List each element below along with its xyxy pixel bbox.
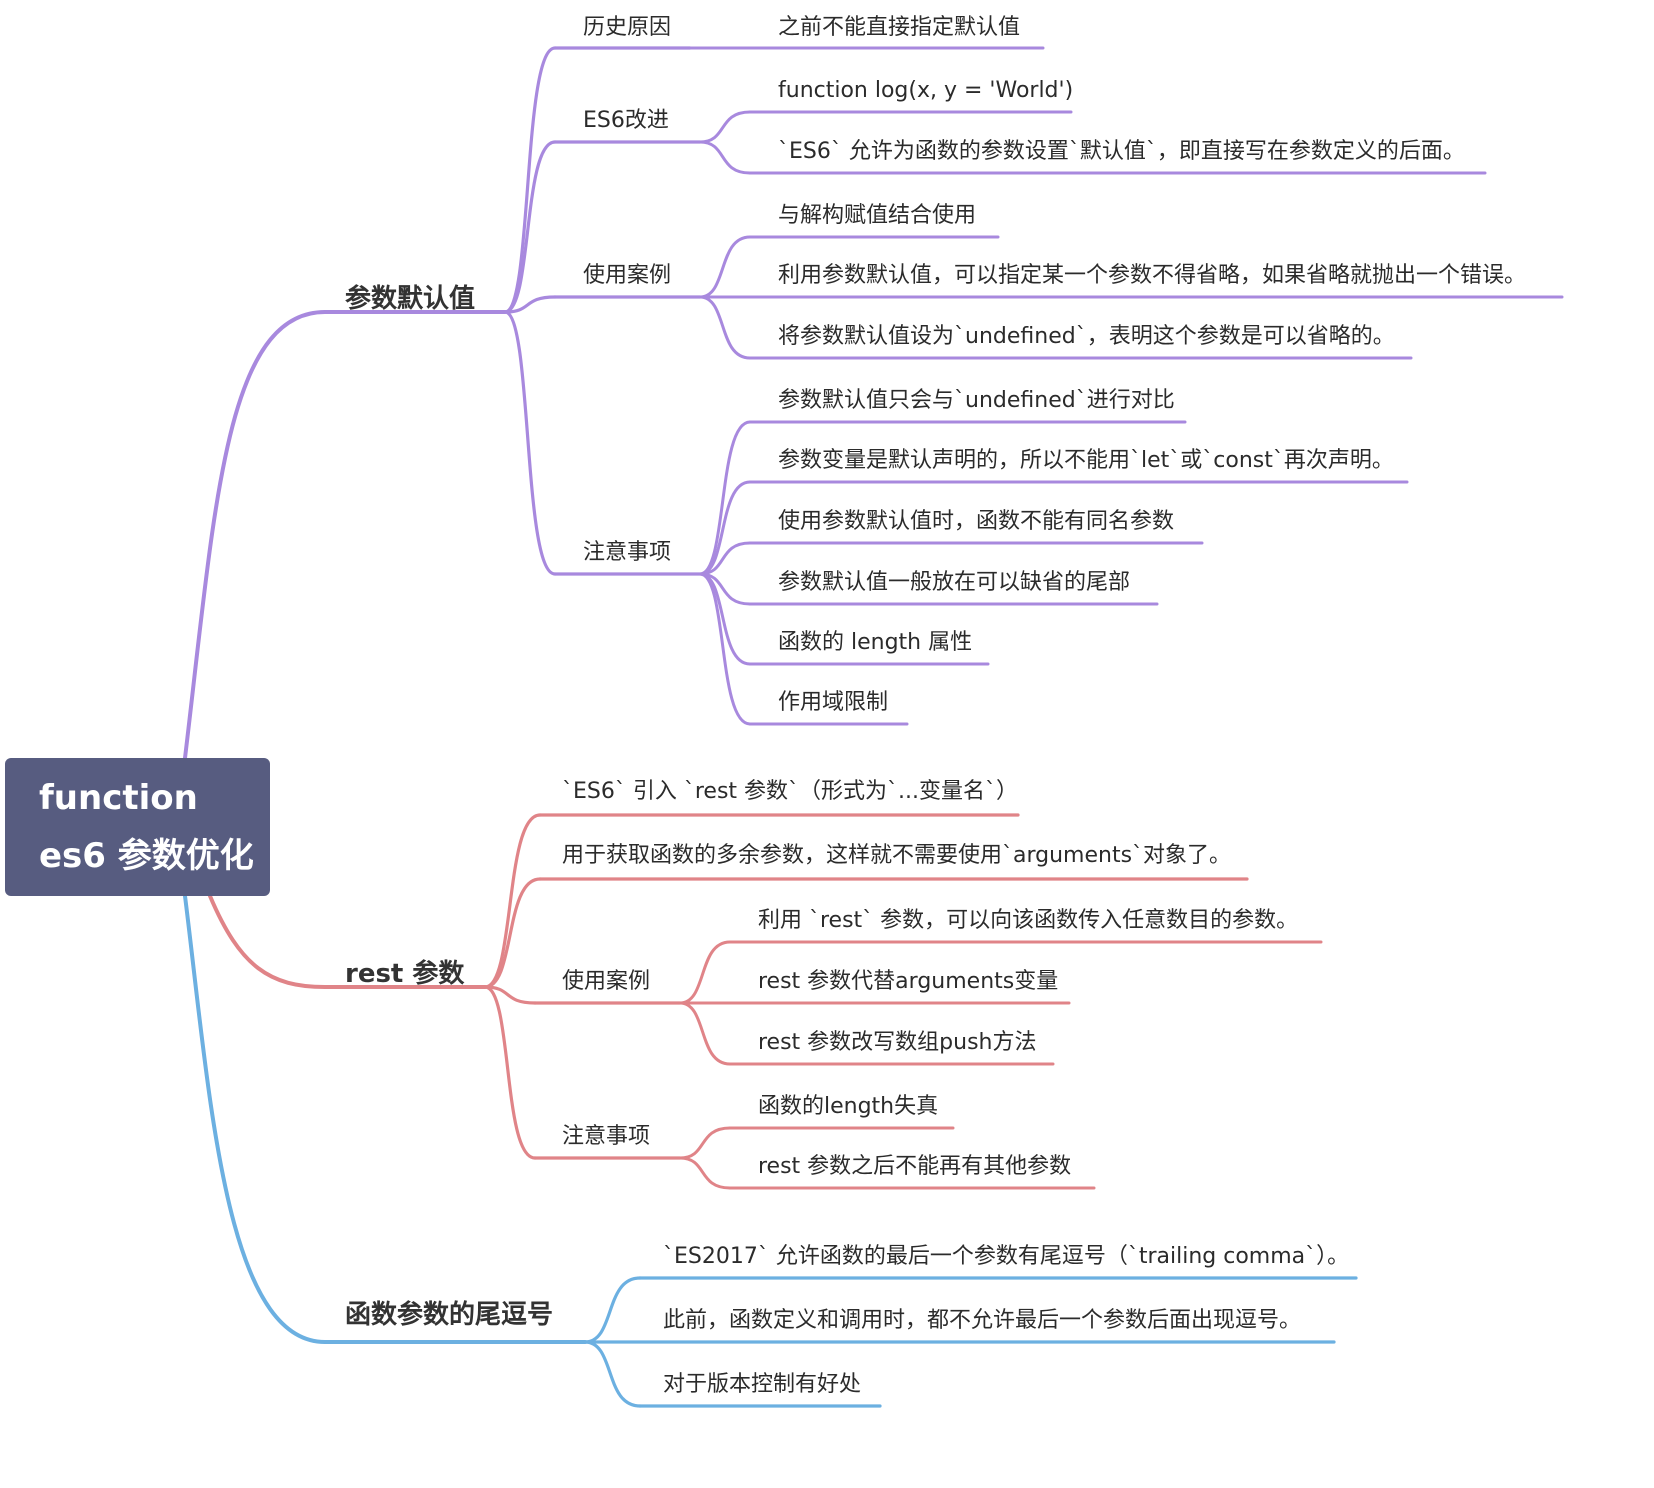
- leaf-connector-0-3-1: [698, 480, 752, 576]
- root-title-line1: function: [39, 778, 198, 818]
- child-connector-2-2: [583, 1340, 642, 1408]
- leaf-label-0-3-3[interactable]: 参数默认值一般放在可以缺省的尾部: [778, 570, 1131, 595]
- leaf-label-0-0-0[interactable]: 之前不能直接指定默认值: [778, 15, 1021, 40]
- branch-label-1[interactable]: rest 参数: [345, 959, 465, 989]
- child-connector-1-2: [483, 985, 537, 1005]
- child-label-0-2[interactable]: 使用案例: [583, 263, 672, 288]
- leaf-connector-1-2-0: [678, 940, 732, 1005]
- child-connector-0-1: [503, 140, 557, 314]
- child-connector-0-2: [503, 295, 557, 314]
- leaf-label-1-2-2[interactable]: rest 参数改写数组push方法: [758, 1030, 1037, 1055]
- leaf-label-1-3-0[interactable]: 函数的length失真: [758, 1094, 939, 1119]
- leaf-label-0-2-0[interactable]: 与解构赋值结合使用: [778, 203, 977, 228]
- child-label-1-3[interactable]: 注意事项: [562, 1124, 651, 1149]
- child-label-2-2[interactable]: 对于版本控制有好处: [663, 1372, 862, 1397]
- branch-connector-2: [183, 894, 327, 1344]
- leaf-connector-1-3-0: [678, 1126, 732, 1160]
- leaf-label-1-2-1[interactable]: rest 参数代替arguments变量: [758, 969, 1059, 994]
- child-connector-1-1: [483, 877, 542, 989]
- branch-label-0[interactable]: 参数默认值: [345, 284, 476, 314]
- leaf-label-1-3-1[interactable]: rest 参数之后不能再有其他参数: [758, 1154, 1072, 1179]
- child-label-2-1[interactable]: 此前，函数定义和调用时，都不允许最后一个参数后面出现逗号。: [663, 1308, 1302, 1333]
- branch-connector-0: [183, 310, 327, 760]
- leaf-connector-0-2-0: [698, 235, 752, 299]
- child-connector-1-0: [483, 813, 542, 989]
- root-title-line2: es6 参数优化: [39, 836, 254, 876]
- leaf-label-0-2-2[interactable]: 将参数默认值设为`undefined`，表明这个参数是可以省略的。: [778, 324, 1395, 349]
- leaf-label-0-2-1[interactable]: 利用参数默认值，可以指定某一个参数不得省略，如果省略就抛出一个错误。: [778, 263, 1527, 288]
- child-label-1-0[interactable]: `ES6` 引入 `rest 参数`（形式为`...变量名`）: [562, 779, 1019, 804]
- leaf-connector-0-1-0: [698, 110, 752, 144]
- leaf-label-0-3-1[interactable]: 参数变量是默认声明的，所以不能用`let`或`const`再次声明。: [778, 448, 1394, 473]
- leaf-label-0-3-4[interactable]: 函数的 length 属性: [778, 630, 973, 655]
- child-connector-2-0: [583, 1276, 642, 1344]
- leaf-label-0-3-2[interactable]: 使用参数默认值时，函数不能有同名参数: [778, 509, 1175, 534]
- branch-label-2[interactable]: 函数参数的尾逗号: [345, 1300, 554, 1330]
- child-connector-0-0: [503, 46, 557, 314]
- leaf-label-0-3-0[interactable]: 参数默认值只会与`undefined`进行对比: [778, 388, 1175, 413]
- leaf-connector-0-2-2: [698, 295, 752, 360]
- child-label-1-2[interactable]: 使用案例: [562, 969, 651, 994]
- leaf-connector-0-1-1: [698, 140, 752, 175]
- child-label-2-0[interactable]: `ES2017` 允许函数的最后一个参数有尾逗号（`trailing comma…: [663, 1244, 1350, 1269]
- leaf-connector-0-3-2: [698, 541, 752, 576]
- child-connector-0-3: [503, 310, 557, 576]
- child-label-0-1[interactable]: ES6改进: [583, 108, 669, 133]
- leaf-connector-0-3-0: [698, 420, 752, 576]
- leaf-connector-0-3-5: [698, 572, 752, 726]
- leaf-connector-1-3-1: [678, 1156, 732, 1190]
- leaf-label-1-2-0[interactable]: 利用 `rest` 参数，可以向该函数传入任意数目的参数。: [758, 908, 1299, 933]
- leaf-label-0-3-5[interactable]: 作用域限制: [778, 690, 889, 715]
- child-label-0-0[interactable]: 历史原因: [583, 15, 672, 40]
- child-label-0-3[interactable]: 注意事项: [583, 540, 672, 565]
- root-node[interactable]: function es6 参数优化: [5, 758, 270, 896]
- leaf-connector-1-2-2: [678, 1001, 732, 1066]
- leaf-connector-0-3-4: [698, 572, 752, 666]
- leaf-label-0-1-0[interactable]: function log(x, y = 'World'): [778, 78, 1074, 103]
- child-connector-1-3: [483, 985, 537, 1160]
- child-label-1-1[interactable]: 用于获取函数的多余参数，这样就不需要使用`arguments`对象了。: [562, 843, 1232, 868]
- leaf-label-0-1-1[interactable]: `ES6` 允许为函数的参数设置`默认值`，即直接写在参数定义的后面。: [778, 139, 1465, 164]
- branch-connector-1: [208, 894, 327, 989]
